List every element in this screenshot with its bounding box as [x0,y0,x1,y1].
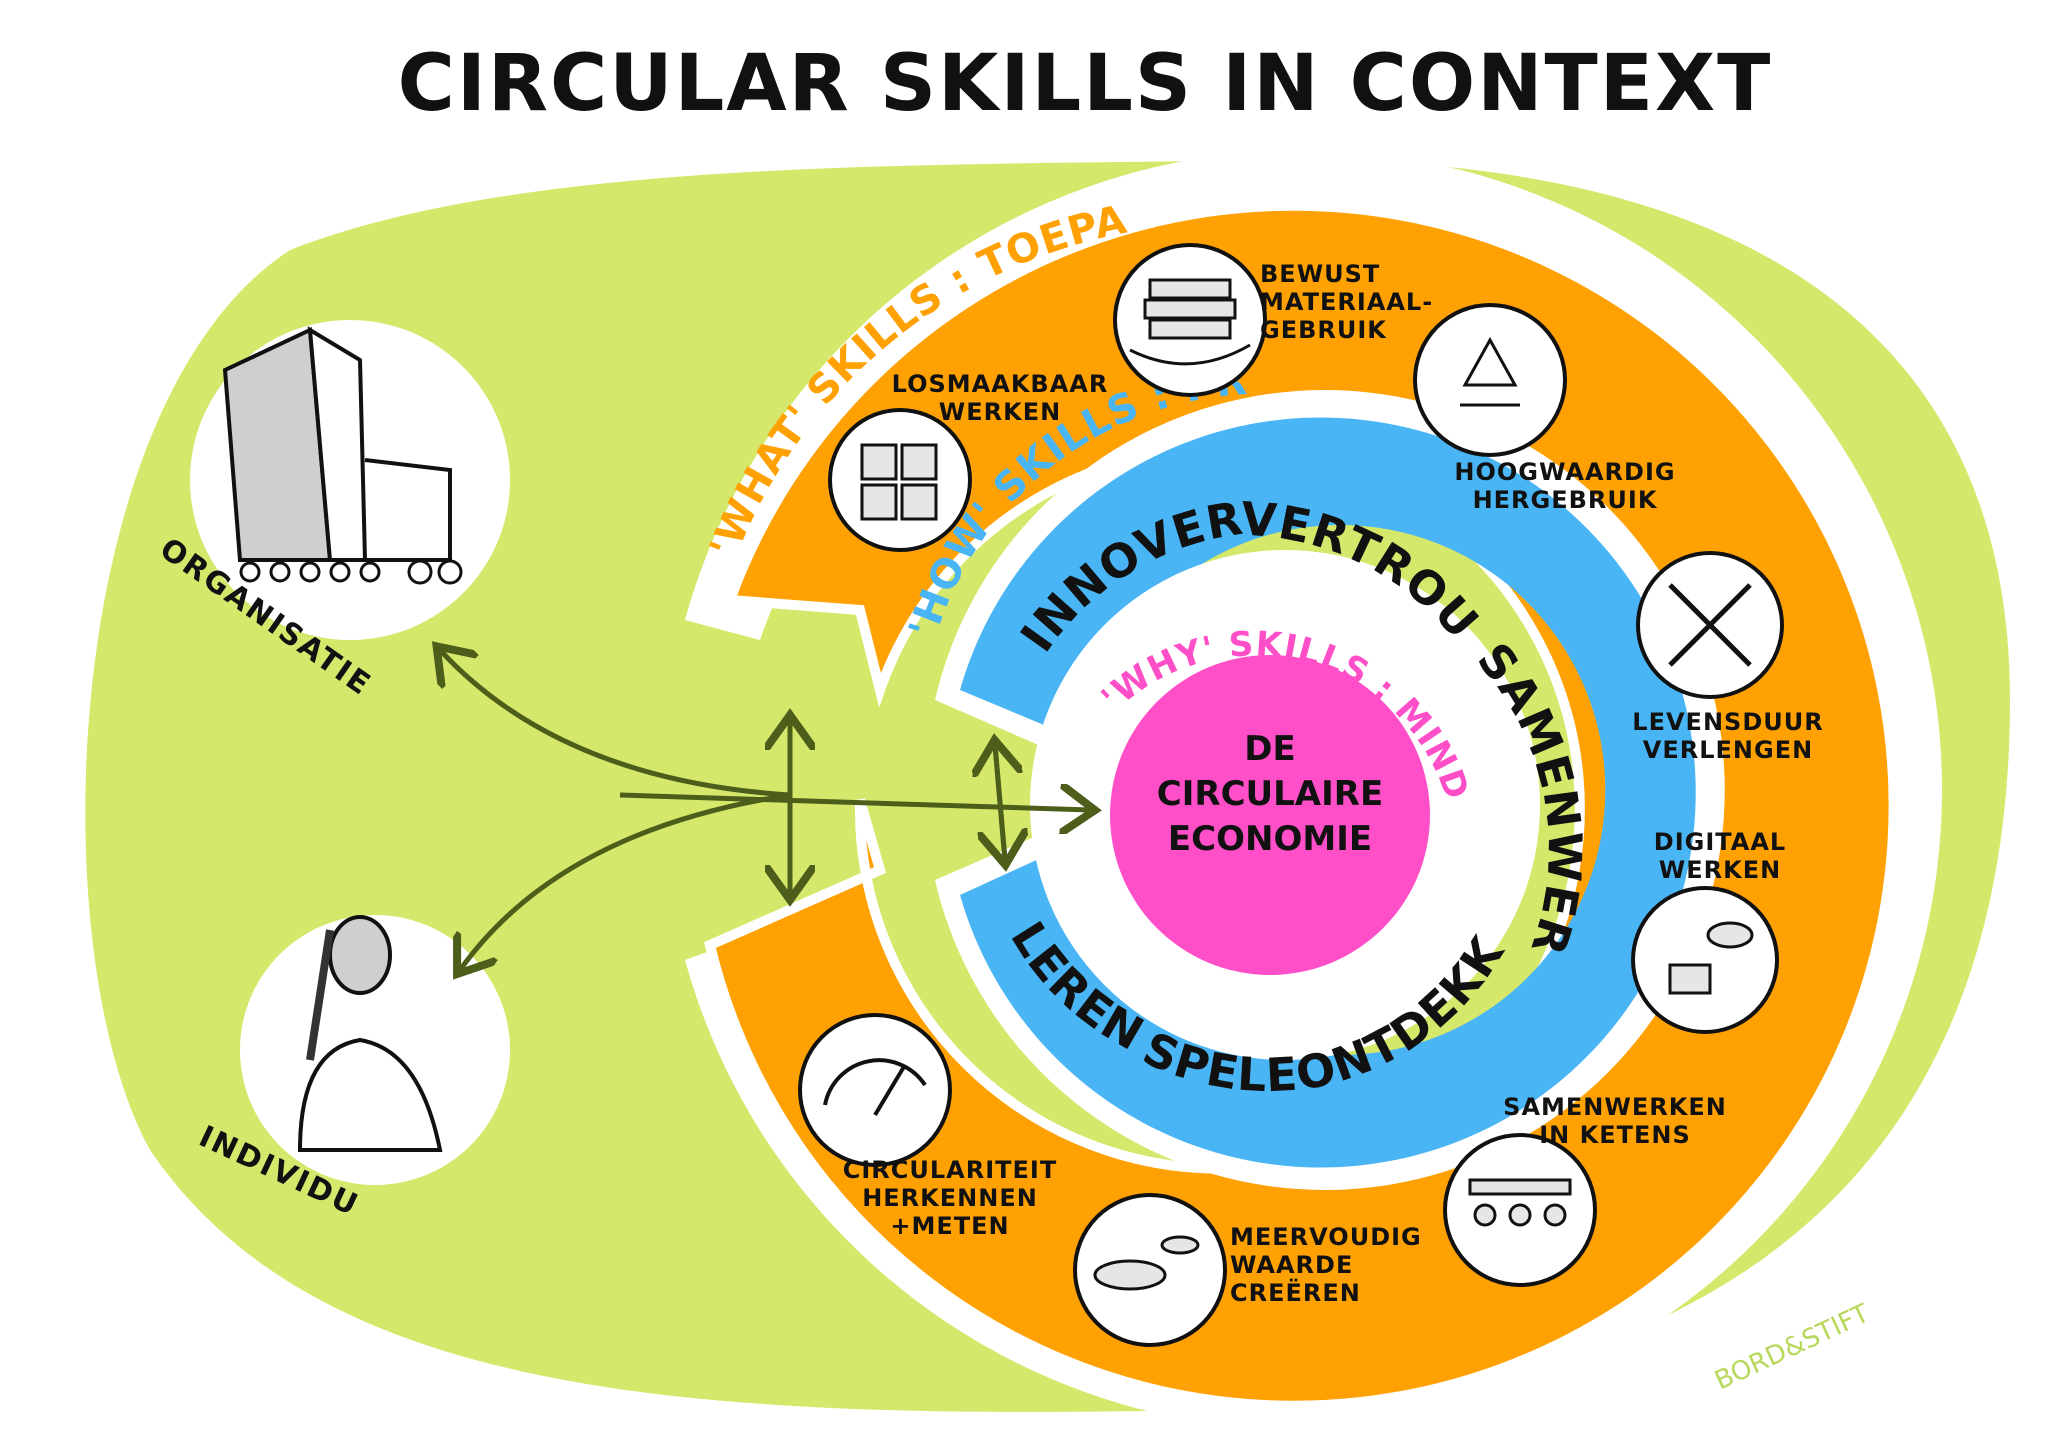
core-label: DE CIRCULAIRE ECONOMIE [1157,729,1383,859]
what-skill-label: LEVENSDUUR [1632,708,1823,736]
landscape-icon [1093,1235,1200,1291]
what-skill-label: MATERIAAL- [1260,288,1433,316]
what-skill-label: LOSMAAKBAAR [892,370,1109,398]
what-skill-label: GEBRUIK [1260,316,1387,344]
what-skill-meervoudig-waarde-creeren: MEERVOUDIG WAARDE CREËREN [1073,1193,1422,1347]
core-line-1: DE [1244,729,1295,769]
what-skill-label: HOOGWAARDIG [1454,458,1675,486]
context-arrows [440,650,1090,970]
what-skill-circulariteit-herkennen-meten: CIRCULARITEIT HERKENNEN +METEN [798,1013,1057,1240]
arrow-vertical-right-up [995,745,1005,861]
what-skill-label: WERKEN [939,398,1061,426]
core-line-2: CIRCULAIRE [1157,774,1383,814]
what-skill-label: WAARDE [1230,1251,1353,1279]
what-skill-label: +METEN [890,1212,1009,1240]
what-skill-label: HERGEBRUIK [1473,486,1658,514]
wrench-screwdriver-icon [1668,583,1752,667]
arrow-to-core [619,795,1090,810]
core-circle [1110,655,1430,975]
what-skill-digitaal-werken: DIGITAAL WERKEN [1631,828,1786,1034]
office-building-icon [222,326,452,562]
gauge-icon [823,1058,927,1117]
core-line-3: ECONOMIE [1168,819,1372,859]
what-skill-label: VERLENGEN [1643,736,1813,764]
context-individu: INDIVIDU [194,915,510,1224]
page-title: CIRCULAR SKILLS IN CONTEXT [398,39,1773,129]
what-skill-samenwerken-in-ketens: SAMENWERKEN IN KETENS [1443,1093,1727,1287]
recycle-icon [1460,336,1520,407]
what-skill-label: SAMENWERKEN [1503,1093,1727,1121]
cloud-computer-icon [1668,921,1754,995]
what-skill-label: CREËREN [1230,1278,1361,1307]
what-skill-losmaakbaar: LOSMAAKBAAR WERKEN [828,370,1109,552]
what-skill-hoogwaardig-hergebruik: HOOGWAARDIG HERGEBRUIK [1413,303,1675,514]
crowd-icon [239,559,463,585]
what-skill-label: BEWUST [1260,260,1380,288]
people-chain-icon [1468,1178,1572,1227]
arrow-to-organisatie [440,650,791,798]
what-skill-bewust-materiaalgebruik: BEWUST MATERIAAL- GEBRUIK [1113,243,1433,397]
person-icon [297,915,443,1152]
signature: BORD&STIFT [1710,1299,1874,1397]
what-skill-label: DIGITAAL [1654,828,1786,856]
what-skill-levensduur-verlengen: LEVENSDUUR VERLENGEN [1632,551,1823,764]
what-skill-label: HERKENNEN [862,1184,1038,1212]
material-stack-hand-icon [1129,278,1251,366]
what-skill-label: WERKEN [1659,856,1781,884]
what-skill-label: IN KETENS [1539,1121,1691,1149]
what-skill-label: MEERVOUDIG [1230,1223,1422,1251]
arrow-to-individu [460,792,791,970]
what-skill-label: CIRCULARITEIT [843,1156,1057,1184]
puzzle-icon [860,443,938,521]
